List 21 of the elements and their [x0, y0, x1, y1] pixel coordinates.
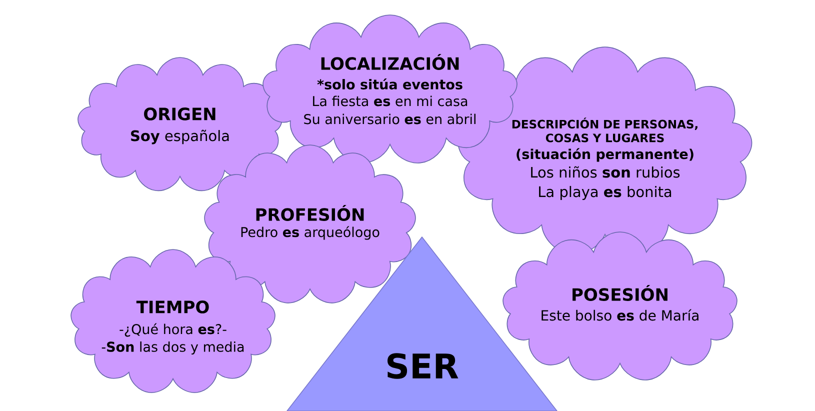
- cloud-heading: POSESIÓN: [572, 284, 668, 301]
- example-sentence: La fiesta es en mi casa: [313, 96, 468, 106]
- triangle-label: SER: [388, 353, 458, 379]
- cloud-bubble: [70, 249, 276, 393]
- cloud-heading: DESCRIPCIÓN DE PERSONAS, COSAS Y LUGARES: [512, 118, 698, 142]
- example-sentence: Soy española: [131, 130, 229, 144]
- example-sentence: Pedro es arqueólogo: [241, 226, 380, 240]
- cloud-heading: ORIGEN: [144, 108, 216, 120]
- cloud-heading: PROFESIÓN: [256, 204, 364, 221]
- example-sentence: La playa es bonita: [539, 186, 672, 200]
- cloud-heading: TIEMPO: [136, 300, 209, 314]
- example-sentence: Los niños son rubios: [531, 166, 680, 178]
- example-sentence: -¿Qué hora es?-: [120, 323, 226, 337]
- cloud-bubble: [502, 232, 738, 380]
- example-sentence: Su aniversario es en abril: [304, 114, 476, 124]
- example-sentence: Este bolso es de María: [542, 309, 698, 321]
- cloud-heading: LOCALIZACIÓN: [321, 54, 459, 70]
- note-text: (situación permanente): [516, 148, 694, 162]
- cloud-bubble: [78, 57, 282, 192]
- note-text: *solo sitúa eventos: [317, 78, 462, 90]
- example-sentence: -Son las dos y media: [102, 341, 244, 355]
